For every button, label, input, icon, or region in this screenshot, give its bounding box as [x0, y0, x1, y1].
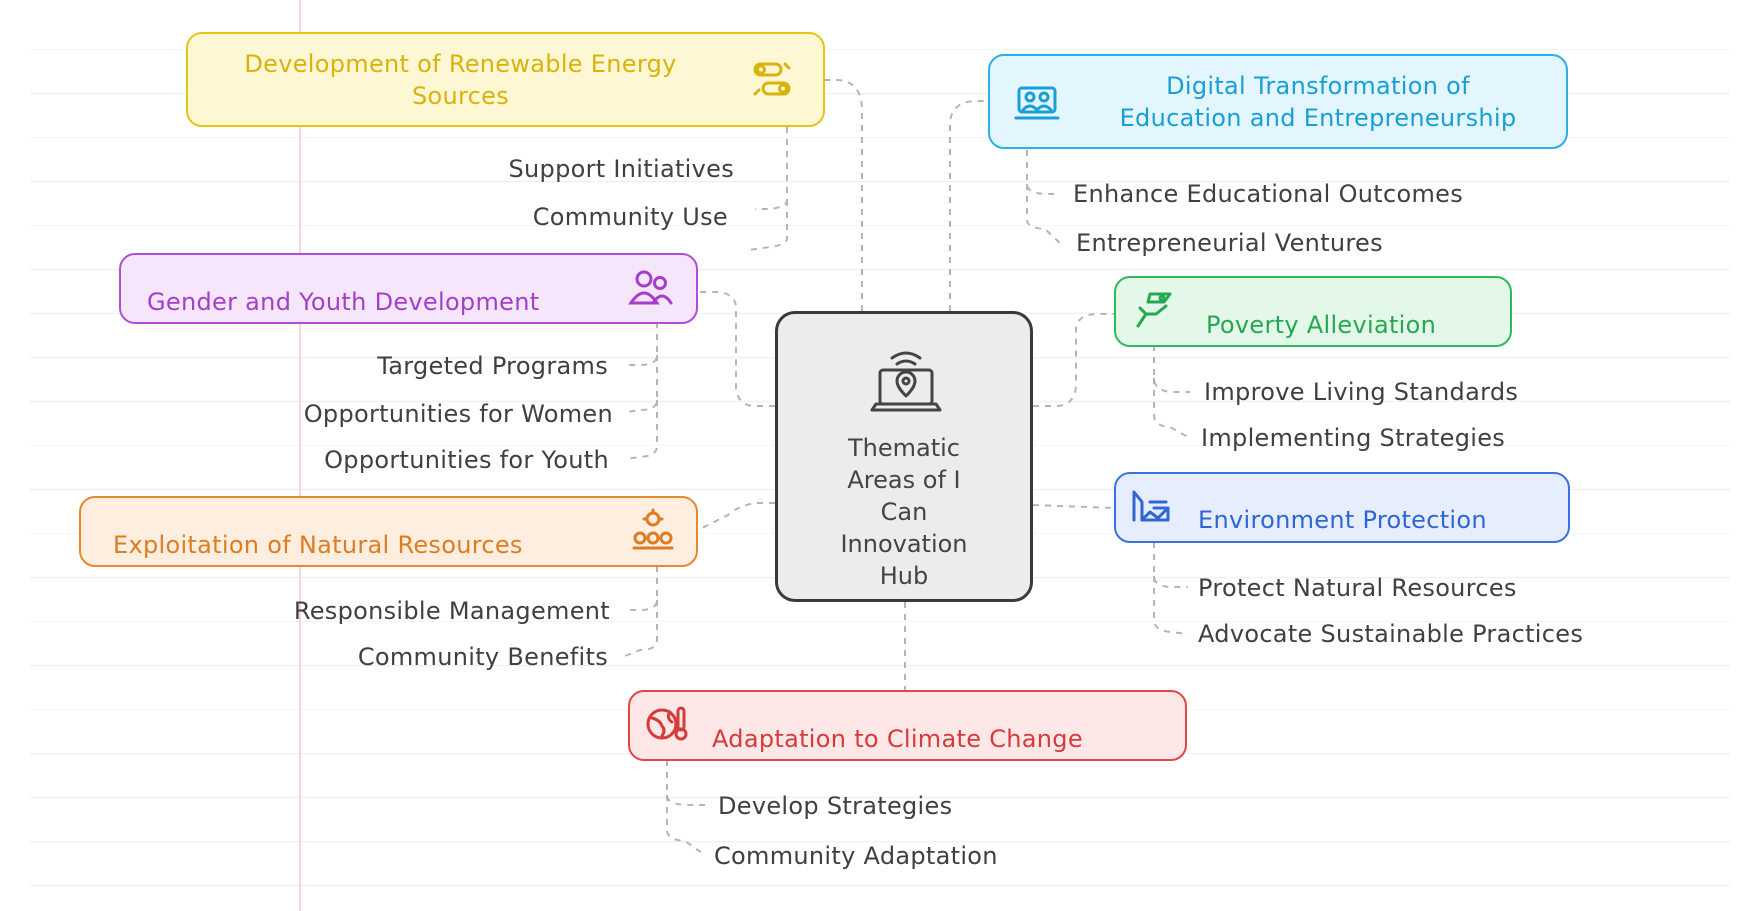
connector-environment-items: [1153, 542, 1189, 635]
leaf-enhance-educational-outcomes: Enhance Educational Outcomes: [1073, 180, 1464, 208]
branch-gender-youth: Gender and Youth Development: [119, 253, 698, 324]
connector-natural-items: [624, 566, 658, 657]
branch-poverty-alleviation: Poverty Alleviation: [1114, 276, 1512, 347]
branch-environment-protection-title: Environment Protection: [1198, 505, 1487, 534]
branch-natural-resources: Exploitation of Natural Resources: [79, 496, 698, 567]
central-hub-title: Thematic Areas of I Can Innovation Hub: [840, 434, 968, 590]
branch-digital-transformation: Digital Transformation of Education and …: [988, 54, 1568, 149]
leaf-improve-living-standards: Improve Living Standards: [1204, 378, 1519, 406]
leaf-community-adaptation: Community Adaptation: [714, 842, 998, 870]
connector-hub-natural: [697, 502, 775, 531]
connector-climate-items: [666, 760, 706, 856]
branch-renewable-energy: Development of Renewable Energy Sources: [186, 32, 825, 127]
branch-natural-resources-title: Exploitation of Natural Resources: [113, 530, 523, 559]
connector-hub-gender: [698, 291, 775, 407]
leaf-advocate-sustainable-practices: Advocate Sustainable Practices: [1198, 620, 1584, 648]
connector-poverty-items: [1153, 345, 1190, 438]
globe-thermometer-icon: [644, 702, 690, 748]
resources-icon: [630, 508, 676, 554]
branch-renewable-energy-title: Development of Renewable Energy Sources: [244, 49, 677, 110]
connector-hub-renewable: [825, 79, 863, 311]
connector-hub-digital: [949, 100, 988, 311]
connector-hub-environment: [1032, 504, 1115, 509]
leaf-develop-strategies: Develop Strategies: [718, 792, 953, 820]
connector-digital-items: [1026, 150, 1061, 244]
leaf-responsible-management: Responsible Management: [293, 597, 610, 625]
margin-line: [299, 0, 301, 911]
branch-climate-change: Adaptation to Climate Change: [628, 690, 1187, 761]
people-icon: [628, 265, 674, 311]
connector-hub-poverty: [1033, 313, 1114, 407]
branch-digital-transformation-title: Digital Transformation of Education and …: [1119, 71, 1517, 132]
central-hub: Thematic Areas of I Can Innovation Hub: [775, 311, 1033, 602]
connector-gender-items: [624, 322, 658, 460]
energy-switch-icon: [749, 56, 795, 102]
leaf-entrepreneurial-ventures: Entrepreneurial Ventures: [1076, 229, 1383, 257]
laptop-location-icon: [866, 344, 946, 424]
leaf-opportunities-women: Opportunities for Women: [303, 400, 613, 428]
connector-renewable-items: [748, 127, 788, 251]
branch-poverty-alleviation-title: Poverty Alleviation: [1206, 310, 1437, 339]
leaf-targeted-programs: Targeted Programs: [377, 352, 608, 380]
computer-users-icon: [1014, 82, 1060, 128]
helping-hand-icon: [1132, 286, 1178, 332]
leaf-protect-natural-resources: Protect Natural Resources: [1198, 574, 1517, 602]
branch-gender-youth-title: Gender and Youth Development: [147, 287, 540, 316]
branch-environment-protection: Environment Protection: [1114, 472, 1570, 543]
branch-climate-change-title: Adaptation to Climate Change: [712, 724, 1083, 753]
landscape-icon: [1128, 484, 1174, 530]
leaf-implementing-strategies: Implementing Strategies: [1201, 424, 1506, 452]
leaf-community-use: Community Use: [532, 203, 728, 231]
leaf-opportunities-youth: Opportunities for Youth: [324, 446, 609, 474]
leaf-community-benefits: Community Benefits: [357, 643, 608, 671]
leaf-support-initiatives: Support Initiatives: [508, 155, 734, 183]
